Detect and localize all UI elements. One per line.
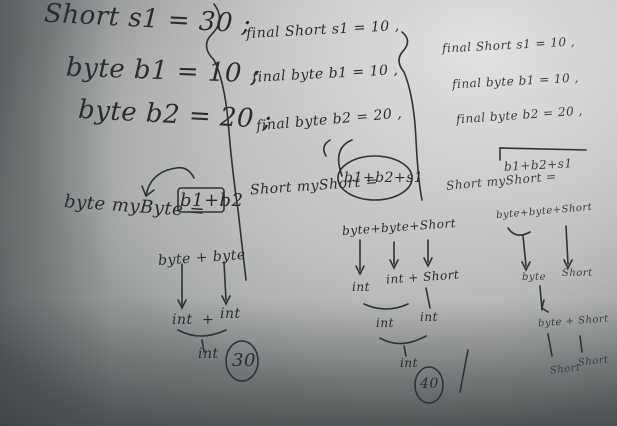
middle-curve-arrow (337, 139, 353, 177)
middle-step-int-a: int (352, 280, 370, 294)
left-result-circle (225, 340, 259, 382)
left-expr-box (177, 187, 225, 213)
left-expr-box-text: b1+b2 (180, 190, 244, 211)
middle-expr-circle (337, 155, 413, 201)
middle-step-int-b: int (376, 316, 394, 330)
left-step-plus: + (202, 312, 215, 328)
left-step-int-a: int (172, 312, 193, 328)
middle-result-value: 40 (420, 376, 439, 392)
divider-stroke (459, 349, 469, 393)
middle-result-circle (414, 366, 444, 404)
divider-left (205, 3, 247, 281)
middle-expr-box-text: b1+b2+s1 (344, 170, 424, 186)
right-step-short-a: Short (562, 268, 593, 279)
divider-right (398, 31, 423, 201)
middle-step-int-result: int (400, 356, 418, 370)
middle-step-int-c: int (420, 310, 438, 324)
left-curve-arrow (145, 166, 195, 197)
right-expr-overline (499, 147, 587, 161)
left-step-int-result: int (198, 346, 219, 362)
left-step-int-b: int (220, 306, 241, 322)
right-step-byte: byte (522, 272, 546, 283)
left-result-value: 30 (232, 350, 256, 371)
